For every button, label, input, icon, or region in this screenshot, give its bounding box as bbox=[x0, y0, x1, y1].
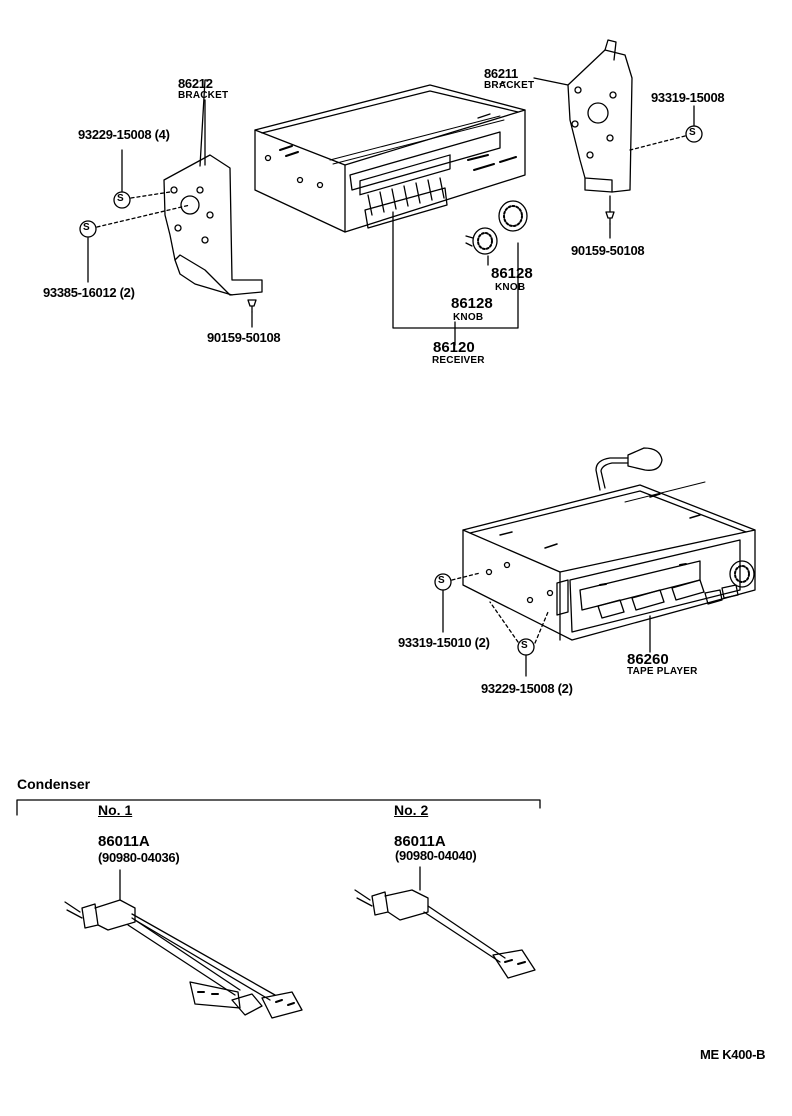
screw-left-top-label: 93229-15008 (4) bbox=[78, 127, 170, 142]
screw-symbol-left-bottom: S bbox=[83, 222, 90, 233]
knob-1-name: KNOB bbox=[495, 282, 526, 293]
right-bracket bbox=[567, 39, 633, 193]
receiver-name: RECEIVER bbox=[432, 355, 485, 366]
tape-player-name: TAPE PLAYER bbox=[627, 666, 698, 677]
bolt-right-label: 90159-50108 bbox=[571, 243, 645, 258]
bolt-right bbox=[605, 195, 615, 239]
tape-screw-2-label: 93229-15008 (2) bbox=[481, 681, 573, 696]
screw-left-top bbox=[113, 149, 171, 209]
screw-symbol-tape-1: S bbox=[438, 575, 445, 586]
receiver-part-number: 86120 bbox=[433, 339, 475, 356]
condenser-no1-part-number: 86011A bbox=[98, 833, 150, 850]
left-bracket bbox=[163, 79, 263, 296]
condenser-no2-part-number: 86011A bbox=[394, 833, 446, 850]
screw-left-bottom bbox=[79, 204, 191, 283]
screw-right-label: 93319-15008 bbox=[651, 90, 725, 105]
screw-symbol-left-top: S bbox=[117, 193, 124, 204]
screw-symbol-tape-2: S bbox=[521, 640, 528, 651]
bolt-left-label: 90159-50108 bbox=[207, 330, 281, 345]
condenser-no1-sub-part-number: (90980-04036) bbox=[98, 850, 180, 865]
bracket-right-part-number: 86211 bbox=[484, 66, 518, 81]
condenser-no2-sub-part-number: (90980-04040) bbox=[395, 848, 477, 863]
screw-right bbox=[629, 105, 703, 151]
tape-screw-2 bbox=[489, 601, 549, 677]
bracket-left-name: BRACKET bbox=[178, 90, 229, 101]
condenser-no2 bbox=[354, 866, 536, 979]
receiver-leader bbox=[392, 211, 519, 346]
condenser-no1 bbox=[64, 869, 303, 1019]
screw-left-bottom-label: 93385-16012 (2) bbox=[43, 285, 135, 300]
tape-screw-1-label: 93319-15010 (2) bbox=[398, 635, 490, 650]
tape-player-part-number: 86260 bbox=[627, 651, 669, 668]
condenser-bracket-line bbox=[16, 799, 541, 816]
knob-small bbox=[465, 227, 498, 255]
tape-player-cable bbox=[595, 447, 663, 491]
knob-2-name: KNOB bbox=[453, 312, 484, 323]
condenser-no1-title: No. 1 bbox=[98, 802, 133, 818]
diagram-code: ME K400-B bbox=[700, 1047, 766, 1062]
tape-player-knob bbox=[729, 560, 755, 588]
tape-screw-1 bbox=[434, 572, 481, 633]
knob-2-part-number: 86128 bbox=[451, 295, 493, 312]
tape-player-unit bbox=[462, 481, 756, 641]
receiver-unit bbox=[254, 81, 526, 233]
bolt-left bbox=[247, 299, 257, 328]
knob-large bbox=[498, 200, 528, 232]
bracket-right-name: BRACKET bbox=[484, 80, 535, 91]
condenser-no2-title: No. 2 bbox=[394, 802, 429, 818]
condenser-section-title: Condenser bbox=[17, 776, 91, 792]
screw-symbol-right: S bbox=[689, 127, 696, 138]
knob-1-part-number: 86128 bbox=[491, 265, 533, 282]
bracket-left-part-number: 86212 bbox=[178, 76, 213, 91]
right-bracket-leader bbox=[533, 77, 569, 86]
